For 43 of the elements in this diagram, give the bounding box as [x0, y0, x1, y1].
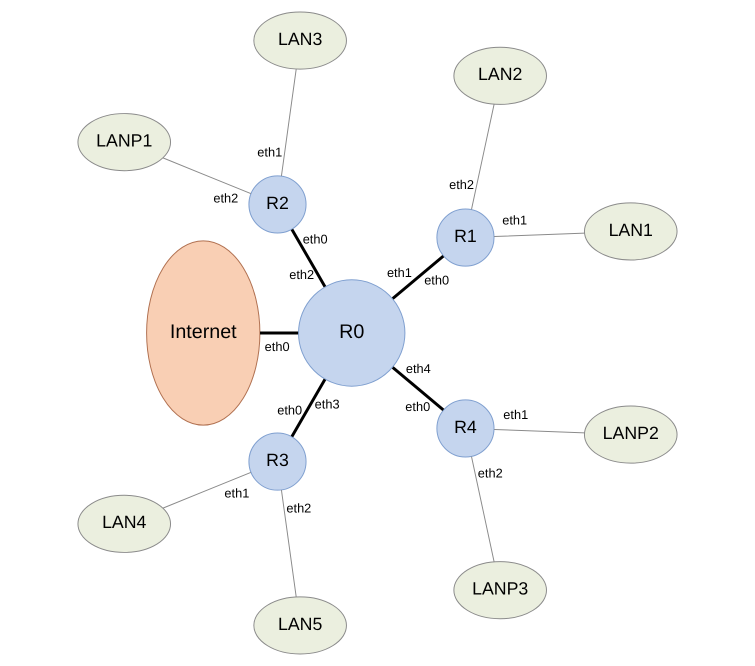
node-ellipse: LANP2	[584, 406, 678, 464]
node-circle: R3	[248, 432, 307, 491]
label: eth1	[502, 212, 528, 228]
connector	[290, 228, 326, 288]
connector	[392, 255, 444, 300]
label: eth0	[424, 272, 450, 288]
node-circle: R4	[436, 399, 495, 458]
label: eth0	[302, 232, 328, 247]
label: eth4	[406, 361, 431, 376]
node-ellipse: LAN3	[253, 12, 347, 70]
node-ellipse: LANP3	[453, 561, 547, 620]
node-ellipse: LAN4	[77, 494, 172, 553]
label: eth1	[386, 265, 412, 280]
label: eth2	[449, 177, 474, 192]
connector	[260, 332, 298, 334]
connector	[471, 104, 495, 210]
node-circle: R1	[436, 208, 495, 267]
label: eth0	[264, 339, 290, 354]
label: eth1	[257, 144, 282, 160]
label: eth2	[286, 500, 312, 516]
connector	[494, 429, 585, 434]
label: eth1	[503, 406, 528, 422]
label: eth2	[213, 190, 238, 206]
node-ellipse: LANP1	[77, 113, 172, 172]
connector	[494, 232, 585, 237]
connector	[280, 490, 297, 598]
connector	[290, 378, 326, 438]
connector	[280, 68, 297, 176]
node-ellipse: LAN1	[584, 202, 678, 260]
label: eth1	[224, 485, 250, 500]
node-ellipse: Internet	[146, 240, 260, 426]
connector	[471, 456, 495, 562]
node-circle: R0	[298, 279, 406, 387]
label: eth0	[277, 402, 302, 418]
node-circle: R2	[248, 175, 307, 234]
label: eth3	[314, 396, 340, 412]
label: eth2	[478, 465, 503, 480]
connector	[162, 472, 252, 509]
connector	[162, 157, 252, 194]
node-ellipse: LAN5	[253, 596, 347, 654]
label: eth0	[405, 398, 430, 414]
connector	[392, 366, 444, 411]
node-ellipse: LAN2	[453, 46, 547, 105]
